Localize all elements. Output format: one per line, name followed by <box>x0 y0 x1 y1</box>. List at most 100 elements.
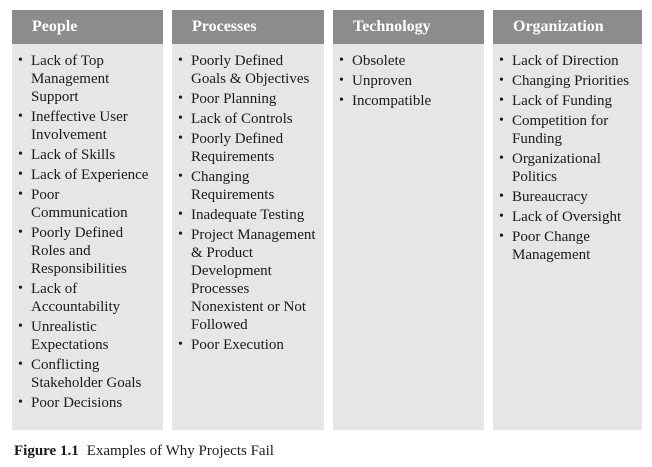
list-item-text: Incompatible <box>352 93 432 109</box>
list-item-text: Lack of Direction <box>512 53 619 69</box>
bullet-icon: • <box>18 395 23 410</box>
figure-caption-label: Figure 1.1 <box>14 443 79 459</box>
bullet-icon: • <box>178 91 183 106</box>
list-item-text: Lack of Controls <box>191 111 293 127</box>
bullet-icon: • <box>18 281 23 296</box>
list-item-text: Competition for Funding <box>512 113 609 147</box>
column-technology: Technology • Obsolete • Unproven • Incompatib… <box>333 10 484 430</box>
list-item: • Poor Change Management <box>499 228 636 264</box>
list-item-text: Bureaucracy <box>512 189 588 205</box>
list-item: • Lack of Controls <box>178 110 318 128</box>
list-item-text: Lack of Accountability <box>31 281 121 315</box>
columns-container: People • Lack of Top Management Support • I… <box>12 10 642 430</box>
bullet-icon: • <box>499 73 504 88</box>
list-item-text: Poor Execution <box>191 337 284 353</box>
column-processes: Processes • Poorly Defined Goals & Object… <box>172 10 324 430</box>
figure-caption: Figure 1.1 Examples of Why Projects Fail <box>14 441 274 461</box>
column-list-people: • Lack of Top Management Support • Ineffect… <box>12 44 163 412</box>
list-item-text: Organizational Politics <box>512 151 601 185</box>
bullet-icon: • <box>499 229 504 244</box>
bullet-icon: • <box>499 209 504 224</box>
list-item: •Poorly Defined Roles and Responsibiliti… <box>18 224 157 278</box>
list-item: • Obsolete <box>339 52 478 70</box>
bullet-icon: • <box>339 93 344 108</box>
list-item: • Inadequate Testing <box>178 206 318 224</box>
list-item: •Poor Communication <box>18 186 157 222</box>
bullet-icon: • <box>339 53 344 68</box>
bullet-icon: • <box>499 151 504 166</box>
bullet-icon: • <box>499 189 504 204</box>
list-item: • Project Management & Product Developmen… <box>178 226 318 334</box>
bullet-icon: • <box>499 113 504 128</box>
list-item: • Competition for Funding <box>499 112 636 148</box>
list-item-text: Poor Decisions <box>31 395 123 411</box>
list-item: • Ineffective User Involvement <box>18 108 157 144</box>
bullet-icon: • <box>178 111 183 126</box>
list-item: • Lack of Accountability <box>18 280 157 316</box>
column-list-organization: • Lack of Direction • Changing Priorities • L… <box>493 44 642 264</box>
list-item-text: Changing Priorities <box>512 73 630 89</box>
list-item: • Incompatible <box>339 92 478 110</box>
column-list-processes: • Poorly Defined Goals & Objectives • Poor … <box>172 44 324 354</box>
column-header-technology: Technology <box>333 10 484 44</box>
list-item: • Poorly Defined Goals & Objectives <box>178 52 318 88</box>
bullet-icon: • <box>499 53 504 68</box>
list-item-text: Inadequate Testing <box>191 207 305 223</box>
list-item: • Conflicting Stakeholder Goals <box>18 356 157 392</box>
column-header-organization: Organization <box>493 10 642 44</box>
list-item-text: Poorly Defined Requirements <box>191 131 284 165</box>
column-header-people: People <box>12 10 163 44</box>
bullet-icon: • <box>18 109 23 124</box>
bullet-icon: • <box>18 319 23 334</box>
bullet-icon: • <box>18 357 23 372</box>
list-item-text: Unproven <box>352 73 412 89</box>
list-item: • Unrealistic Expectations <box>18 318 157 354</box>
list-item-text: Lack of Funding <box>512 93 612 109</box>
list-item-text: Obsolete <box>352 53 406 69</box>
list-item-text: Poorly Defined Goals & Objectives <box>191 53 310 87</box>
bullet-icon: • <box>499 93 504 108</box>
list-item-text: Lack of Top Management Support <box>31 53 110 105</box>
column-list-technology: • Obsolete • Unproven • Incompatible <box>333 44 484 110</box>
bullet-icon: • <box>339 73 344 88</box>
figure-caption-text: Examples of Why Projects Fail <box>86 443 274 459</box>
bullet-icon: • <box>18 147 23 162</box>
bullet-icon: • <box>18 167 23 182</box>
list-item-text: Changing Requirements <box>191 169 275 203</box>
bullet-icon: • <box>178 169 183 184</box>
list-item-text: Unrealistic Expectations <box>31 319 109 353</box>
list-item: • Poor Planning <box>178 90 318 108</box>
list-item-text: Poor Change Management <box>512 229 591 263</box>
list-item: • Poorly Defined Requirements <box>178 130 318 166</box>
list-item-text: Ineffective User Involvement <box>31 109 128 143</box>
bullet-icon: • <box>178 337 183 352</box>
list-item-text: Project Management & Product Development… <box>191 227 316 333</box>
list-item: • Bureaucracy <box>499 188 636 206</box>
list-item: • Changing Priorities <box>499 72 636 90</box>
list-item-text: Lack of Oversight <box>512 209 622 225</box>
column-people: People • Lack of Top Management Support • I… <box>12 10 163 430</box>
list-item-text: Lack of Skills <box>31 147 116 163</box>
list-item-text: Poorly Defined Roles and Responsibilitie… <box>31 225 127 277</box>
list-item: • Lack of Funding <box>499 92 636 110</box>
list-item: • Lack of Direction <box>499 52 636 70</box>
bullet-icon: • <box>178 227 183 242</box>
list-item: • Lack of Experience <box>18 166 157 184</box>
bullet-icon: • <box>178 207 183 222</box>
list-item: • Changing Requirements <box>178 168 318 204</box>
list-item: • Organizational Politics <box>499 150 636 186</box>
bullet-icon: • <box>178 53 183 68</box>
bullet-icon: • <box>178 131 183 146</box>
bullet-icon: • <box>18 53 23 68</box>
list-item: • Lack of Skills <box>18 146 157 164</box>
bullet-icon: • <box>18 187 23 202</box>
list-item-text: Lack of Experience <box>31 167 149 183</box>
list-item: • Poor Execution <box>178 336 318 354</box>
list-item-text: Conflicting Stakeholder Goals <box>31 357 142 391</box>
column-header-processes: Processes <box>172 10 324 44</box>
list-item: • Poor Decisions <box>18 394 157 412</box>
list-item: • Unproven <box>339 72 478 90</box>
list-item-text: Poor Planning <box>191 91 277 107</box>
column-organization: Organization • Lack of Direction • Changing… <box>493 10 642 430</box>
